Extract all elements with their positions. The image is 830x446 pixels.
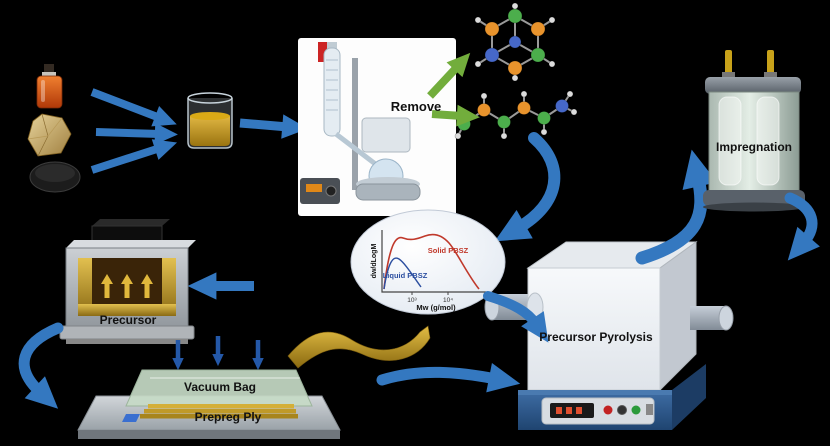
vacuum-bag-layup xyxy=(77,369,341,439)
molecule-structure-ring xyxy=(474,2,556,82)
rotary-evaporator xyxy=(298,38,456,216)
prepreg-ply-label: Prepreg Ply xyxy=(194,410,262,424)
arrow-bottle-to-beaker xyxy=(90,88,177,127)
x-axis-label: Mw (g/mol) xyxy=(416,303,456,312)
arrow-remove-to-chain-molecule xyxy=(431,104,480,127)
drive-unit xyxy=(361,117,411,153)
arrow-crystal-to-beaker xyxy=(95,122,178,145)
prepreg-sheet xyxy=(287,325,431,369)
molecule-structure-chain xyxy=(450,90,578,140)
raw-material-crystal xyxy=(27,113,72,157)
impregnation-label: Impregnation xyxy=(715,140,792,154)
condenser-column xyxy=(323,47,341,137)
mixing-beaker xyxy=(187,92,233,149)
prepreg-ply-edge xyxy=(140,414,298,419)
press-up-arrow xyxy=(121,274,133,298)
precursor-pyrolysis-label: Precursor Pyrolysis xyxy=(539,330,653,344)
red-button xyxy=(603,405,613,415)
arrow-furnace-to-impregnation xyxy=(635,149,718,265)
chart-axes xyxy=(381,230,486,293)
press-up-arrow xyxy=(101,274,113,298)
furnace-front xyxy=(527,267,661,391)
prepreg-ply-edge xyxy=(144,409,296,414)
y-axis-label: dw/dLogM xyxy=(371,244,378,279)
liquid-pbsz-curve xyxy=(383,257,422,290)
arrow-press-to-layup xyxy=(18,322,64,409)
press-up-arrow xyxy=(141,274,153,298)
arrow-impregnation-cycle-down xyxy=(784,192,820,261)
heating-bath xyxy=(355,183,421,201)
vessel-lid xyxy=(705,77,801,94)
arrow-layup-to-furnace xyxy=(376,362,521,393)
precursor-press xyxy=(59,219,196,344)
arrow-beaker-to-evaporator xyxy=(239,114,309,139)
vessel-base xyxy=(703,190,805,206)
arrow-remove-to-ring-molecule xyxy=(427,52,471,99)
impregnation-vessel xyxy=(703,50,805,212)
black-button xyxy=(617,405,627,415)
solid-pbsz-curve xyxy=(383,233,480,290)
vacuum-bag-film xyxy=(125,369,313,407)
solid-pbsz-legend: Solid PBSZ xyxy=(428,246,469,255)
x-tick-1: 10⁴ xyxy=(443,297,453,304)
gpc-chart: 10³ 10⁴ Mw (g/mol) dw/dLogM Solid PBSZ L… xyxy=(350,209,506,315)
precursor-label: Precursor xyxy=(99,313,157,327)
arrow-chart-to-furnace xyxy=(483,291,549,343)
remove-label: Remove xyxy=(390,99,442,114)
liquid-pbsz-legend: Liquid PBSZ xyxy=(383,271,428,280)
raw-material-powder-disc xyxy=(29,161,81,193)
raw-material-bottle xyxy=(36,64,63,109)
arrow-powder-to-beaker xyxy=(90,139,178,174)
x-tick-0: 10³ xyxy=(407,297,417,304)
vacuum-bag-label: Vacuum Bag xyxy=(183,380,257,394)
green-button xyxy=(631,405,641,415)
pyrolysis-furnace xyxy=(484,241,734,430)
prepreg-ply-edge xyxy=(148,404,294,409)
sealant-tape xyxy=(122,414,140,422)
arrow-evaporator-to-chart xyxy=(494,132,561,242)
